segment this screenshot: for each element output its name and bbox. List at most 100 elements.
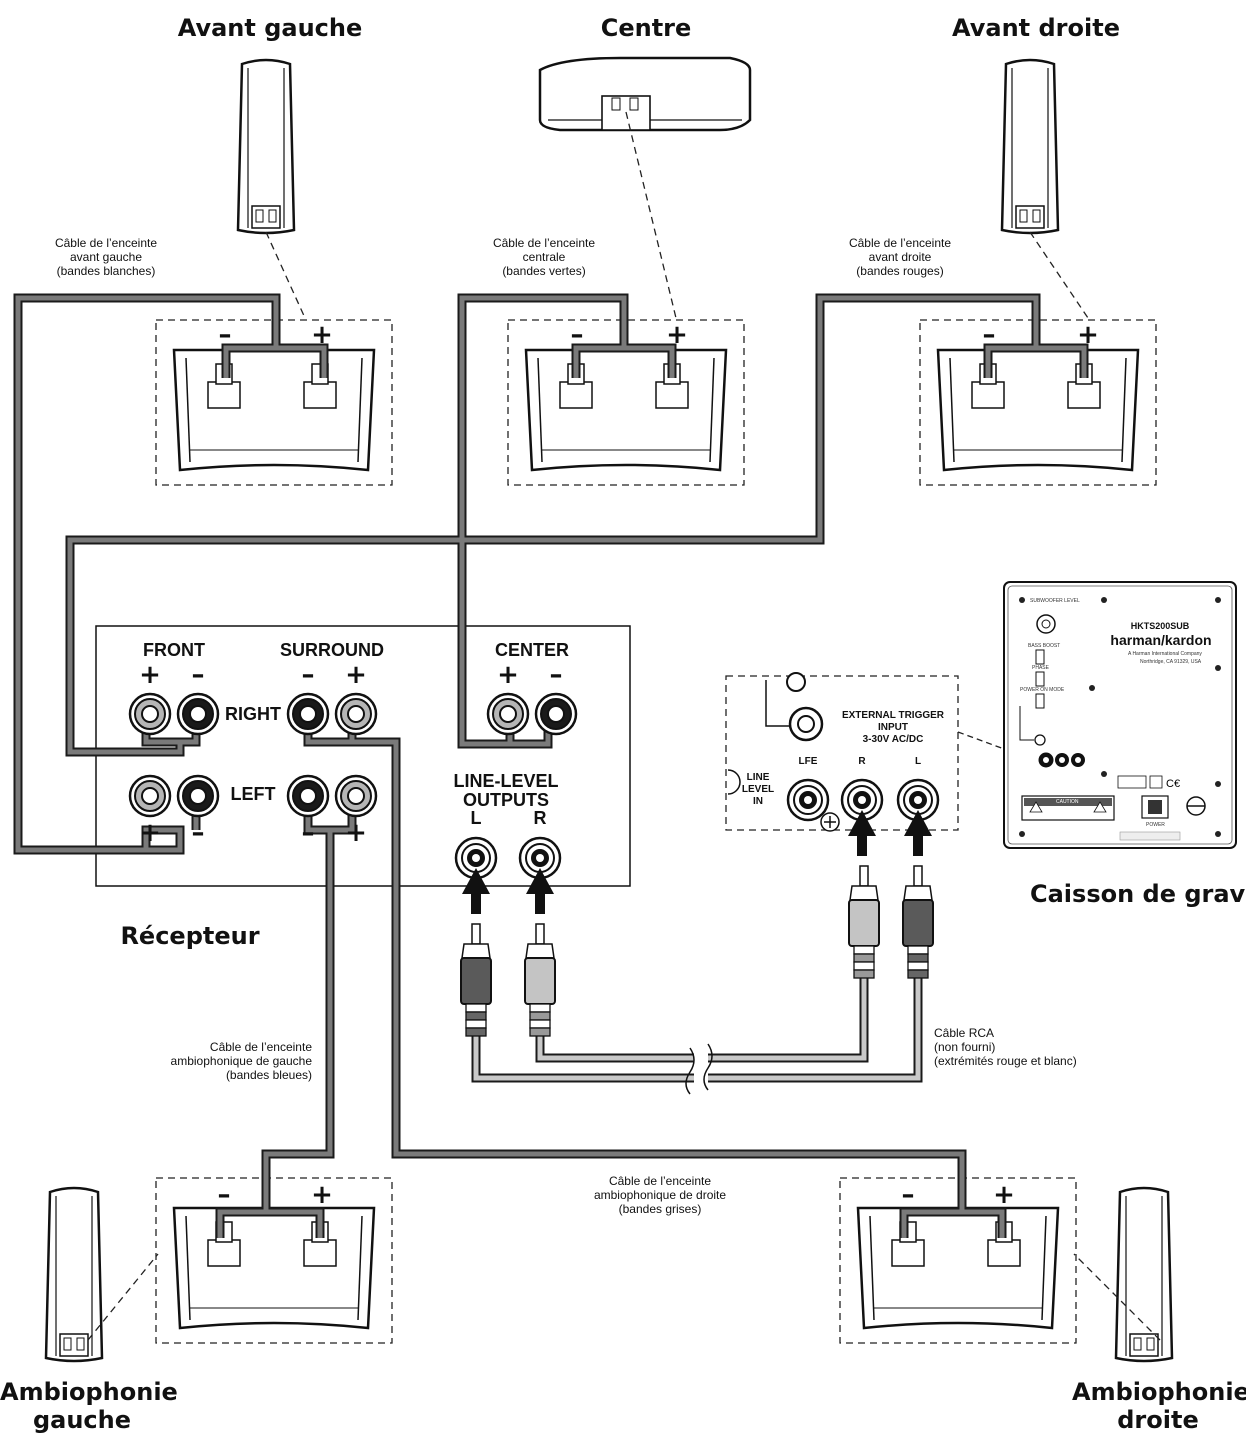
title-surround-right-line1: Ambiophonie xyxy=(1072,1378,1246,1406)
label-external-trigger: EXTERNAL TRIGGER INPUT 3-30V AC/DC xyxy=(828,710,958,746)
note-center-cable: Câble de l’enceinte centrale (bandes ver… xyxy=(474,236,614,278)
minus-sign: – xyxy=(191,818,205,848)
rca-plug-red-receiver xyxy=(460,923,492,1037)
title-surround-right-line2: droite xyxy=(1117,1406,1199,1434)
surround-left-terminal-box xyxy=(154,1176,394,1345)
note-line: Câble RCA xyxy=(934,1026,995,1040)
surround-left-speaker xyxy=(44,1186,104,1363)
note-line: (bandes grises) xyxy=(618,1202,702,1216)
label-external-trigger-line3: 3-30V AC/DC xyxy=(862,734,924,745)
sub-company: A Harman International Company xyxy=(1128,651,1202,657)
minus-sign: – xyxy=(218,320,232,350)
label-in: IN xyxy=(753,796,763,807)
surround-right-minus-jack xyxy=(286,692,330,736)
sub-phase-label: PHASE xyxy=(1032,665,1049,671)
minus-sign: – xyxy=(301,660,315,690)
front-right-plus-jack xyxy=(128,692,172,736)
plus-sign: + xyxy=(311,1180,333,1210)
sub-level-label: SUBWOOFER LEVEL xyxy=(1030,598,1080,604)
subwoofer-input-panel xyxy=(725,672,1035,832)
plus-sign: + xyxy=(993,1180,1015,1210)
note-line: (bandes vertes) xyxy=(502,264,586,278)
note-line: centrale xyxy=(522,250,566,264)
label-line-level-in: LINE LEVEL IN xyxy=(740,772,776,808)
label-out-l: L xyxy=(470,808,482,828)
note-line: (bandes bleues) xyxy=(225,1068,312,1082)
note-line: (bandes blanches) xyxy=(56,264,156,278)
front-left-plus-jack xyxy=(128,774,172,818)
surround-left-minus-jack xyxy=(286,774,330,818)
note-line: Câble de l’enceinte xyxy=(608,1174,712,1188)
note-line: ambiophonique de gauche xyxy=(170,1054,312,1068)
plus-sign: + xyxy=(139,660,161,690)
note-line: avant gauche xyxy=(69,250,143,264)
speaker-cables xyxy=(13,293,1089,1238)
label-left: LEFT xyxy=(230,784,276,804)
note-line: Câble de l’enceinte xyxy=(492,236,596,250)
sub-model: HKTS200SUB xyxy=(1130,621,1190,631)
plus-sign: + xyxy=(1077,320,1099,350)
label-outputs: OUTPUTS xyxy=(462,790,549,810)
label-sub-r: R xyxy=(858,756,866,767)
label-external-trigger-line2: INPUT xyxy=(878,722,908,733)
title-front-left: Avant gauche xyxy=(177,14,363,42)
plus-sign: + xyxy=(666,320,688,350)
plus-sign: + xyxy=(139,818,161,848)
label-level: LEVEL xyxy=(741,784,775,795)
svg-text:C€: C€ xyxy=(1166,778,1180,790)
front-left-speaker xyxy=(236,58,296,235)
surround-left-plus-jack xyxy=(334,774,378,818)
label-right: RIGHT xyxy=(225,704,281,724)
label-out-r: R xyxy=(533,808,547,828)
minus-sign: – xyxy=(301,818,315,848)
rca-plug-white-subwoofer xyxy=(848,865,880,979)
note-line: (non fourni) xyxy=(934,1040,996,1054)
center-minus-jack xyxy=(534,692,578,736)
minus-sign: – xyxy=(217,1180,231,1210)
minus-sign: – xyxy=(549,660,563,690)
rca-plug-red-subwoofer xyxy=(902,865,934,979)
title-center: Centre xyxy=(600,14,692,42)
note-line: avant droite xyxy=(868,250,932,264)
note-line: Câble de l’enceinte xyxy=(848,236,952,250)
sub-power-on-mode-label: POWER ON MODE xyxy=(1020,687,1065,693)
surround-right-plus-jack xyxy=(334,692,378,736)
plus-sign: + xyxy=(497,660,519,690)
plus-sign: + xyxy=(345,818,367,848)
center-plus-jack xyxy=(486,692,530,736)
leader-lines xyxy=(87,111,1161,1341)
surround-right-speaker xyxy=(1114,1186,1174,1363)
title-surround-left-line2: gauche xyxy=(32,1406,132,1434)
label-lfe: LFE xyxy=(798,756,818,767)
label-surround: SURROUND xyxy=(279,640,384,660)
note-line: (extrémités rouge et blanc) xyxy=(934,1054,1077,1068)
title-surround-left-line1: Ambiophonie xyxy=(0,1378,178,1406)
rca-plug-white-receiver xyxy=(524,923,556,1037)
note-line: Câble de l’enceinte xyxy=(209,1040,312,1054)
subwoofer-back-panel: C€ xyxy=(1003,581,1237,849)
note-front-right-cable: Câble de l’enceinte avant droite (bandes… xyxy=(830,236,970,278)
label-line: LINE xyxy=(746,772,770,783)
center-speaker xyxy=(538,56,752,132)
title-front-right: Avant droite xyxy=(952,14,1120,42)
title-surround-right: Ambiophonie droite xyxy=(1072,1378,1246,1434)
sub-bass-boost-label: BASS BOOST xyxy=(1028,643,1061,649)
title-surround-left: Ambiophonie gauche xyxy=(0,1378,178,1434)
sub-power-label: POWER xyxy=(1146,822,1165,828)
minus-sign: – xyxy=(570,320,584,350)
sub-address: Northridge, CA 91329, USA xyxy=(1140,659,1202,665)
minus-sign: – xyxy=(982,320,996,350)
note-rca-cable: Câble RCA (non fourni) (extrémités rouge… xyxy=(934,1026,1104,1068)
note-front-left-cable: Câble de l’enceinte avant gauche (bandes… xyxy=(36,236,176,278)
label-external-trigger-line1: EXTERNAL TRIGGER xyxy=(841,710,945,721)
plus-sign: + xyxy=(311,320,333,350)
front-right-speaker xyxy=(1000,58,1060,235)
note-line: (bandes rouges) xyxy=(856,264,944,278)
sub-caution-label: CAUTION xyxy=(1056,799,1079,805)
minus-sign: – xyxy=(191,660,205,690)
minus-sign: – xyxy=(901,1180,915,1210)
note-line: ambiophonique de droite xyxy=(593,1188,727,1202)
label-line-level: LINE-LEVEL xyxy=(453,771,559,791)
front-left-minus-jack xyxy=(176,774,220,818)
